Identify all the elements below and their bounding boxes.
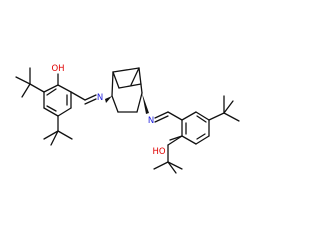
right-lower-tert-butyl — [153, 135, 183, 174]
right-ho-label: HO — [152, 147, 165, 157]
left-aromatic-ring — [43, 84, 72, 117]
bicyclic-core — [105, 67, 149, 114]
right-upper-tert-butyl — [208, 95, 240, 122]
right-imine: N — [148, 111, 183, 126]
structure-diagram: OH N N — [15, 64, 240, 174]
left-oh-label: OH — [51, 64, 64, 74]
left-hydroxyl: OH — [51, 64, 65, 86]
left-lower-tert-butyl — [43, 115, 73, 146]
left-upper-tert-butyl — [15, 67, 45, 98]
right-aromatic-ring — [181, 111, 210, 145]
left-nitrogen-label: N — [97, 93, 103, 103]
left-imine: N — [70, 91, 103, 105]
right-nitrogen-label: N — [148, 116, 154, 126]
right-hydroxyl: HO — [152, 135, 183, 157]
